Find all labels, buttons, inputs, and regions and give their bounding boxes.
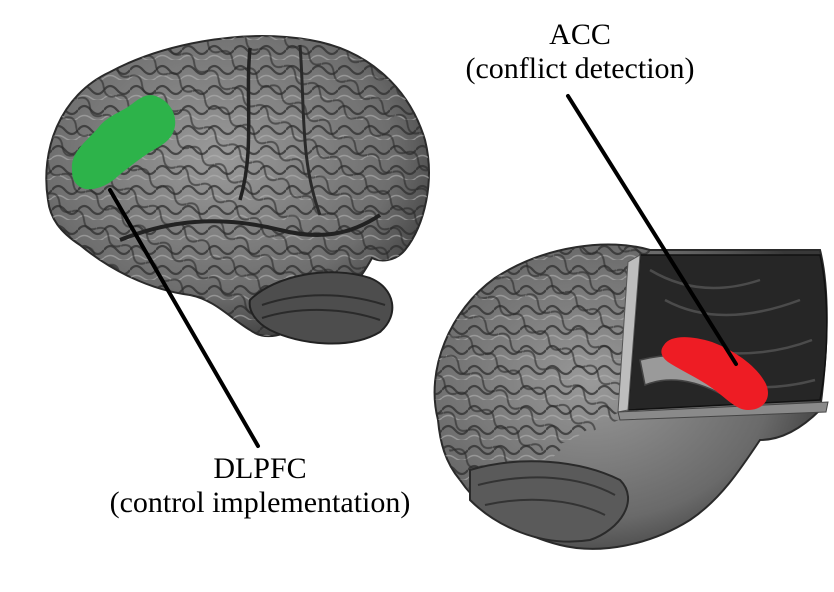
dlpfc-label: DLPFC (control implementation) <box>60 452 460 520</box>
acc-region <box>661 337 768 410</box>
left-brain-lateral-view <box>45 35 430 345</box>
dlpfc-role: (control implementation) <box>109 486 411 519</box>
acc-role: (conflict detection) <box>465 52 695 85</box>
left-brain-cerebellum <box>248 271 394 345</box>
acc-leader-line <box>566 94 738 366</box>
dlpfc-leader-line <box>108 188 260 448</box>
right-brain-cutaway-view <box>433 243 829 550</box>
dlpfc-name: DLPFC <box>213 452 307 485</box>
acc-label: ACC (conflict detection) <box>430 18 730 86</box>
dlpfc-region <box>71 95 176 190</box>
acc-name: ACC <box>549 18 611 51</box>
